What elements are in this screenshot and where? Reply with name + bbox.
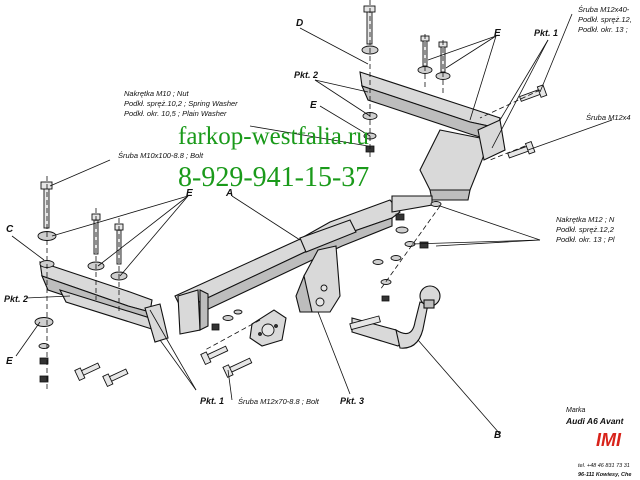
- label-E-mid: E: [310, 100, 317, 111]
- callout-nut-m12-line1: Nakrętka M12 ; N: [556, 215, 615, 224]
- ball-mount-bracket: [295, 245, 341, 313]
- marka-label: Marka: [566, 407, 586, 414]
- label-E-bottom: E: [6, 356, 13, 367]
- watermark-phone: 8-929-941-15-37: [178, 162, 369, 193]
- callout-top-right-washer1: Podkł. spręż.12,: [578, 15, 632, 24]
- main-crossbar-A: [174, 199, 401, 335]
- company-phone: tel. +48 46 831 73 31: [578, 463, 630, 469]
- label-B: B: [494, 430, 501, 441]
- callout-bolt-m12x70: Śruba M12x70-8.8 ; Bolt: [238, 397, 320, 406]
- company-address: 96-111 Kowiesy, Che: [578, 472, 631, 478]
- left-side-bracket: [39, 261, 169, 343]
- title-block: Marka Audi A6 Avant IMI tel. +48 46 831 …: [565, 407, 631, 478]
- label-pkt1-bottom: Pkt. 1: [200, 396, 224, 406]
- label-pkt2-left: Pkt. 2: [4, 294, 28, 304]
- label-C: C: [6, 224, 14, 235]
- bolt-left-1: [40, 181, 53, 229]
- callout-right-bolt: Śruba M12x4: [586, 113, 631, 122]
- model-name: Audi A6 Avant: [565, 416, 625, 426]
- watermark-site: farkop-westfalia.ru: [178, 123, 369, 150]
- callout-nut-m10-line2: Podkł. spręż.10,2 ; Spring Washer: [124, 99, 238, 108]
- leader-lines: [11, 13, 613, 435]
- callout-nut-m10-line3: Podkł. okr. 10,5 ; Plain Washer: [124, 109, 227, 118]
- bolt-top-center: [363, 5, 376, 45]
- callout-nut-m12-line3: Podkł. okr. 13 ; Pl: [556, 235, 615, 244]
- right-side-bracket: [359, 71, 506, 213]
- callout-top-right-bolt: Śruba M12x40-: [578, 5, 630, 14]
- callout-nut-m12-line2: Podkł. spręż.12,2: [556, 225, 615, 234]
- electrical-socket-plate: [249, 309, 287, 347]
- ball-bar-B: [351, 285, 441, 349]
- label-E-left: E: [186, 188, 193, 199]
- label-E-top: E: [494, 28, 501, 39]
- label-D: D: [296, 18, 303, 29]
- callout-nut-m10-line1: Nakrętka M10 ; Nut: [124, 89, 190, 98]
- callout-bolt-m10: Śruba M10x100-8.8 ; Bolt: [118, 151, 204, 160]
- label-pkt1-top: Pkt. 1: [534, 28, 558, 38]
- callout-top-right-washer2: Podkł. okr. 13 ;: [578, 25, 628, 34]
- label-pkt2-top: Pkt. 2: [294, 70, 318, 80]
- label-A: A: [225, 188, 233, 199]
- imi-logo: IMI: [596, 430, 622, 450]
- label-pkt3: Pkt. 3: [340, 396, 364, 406]
